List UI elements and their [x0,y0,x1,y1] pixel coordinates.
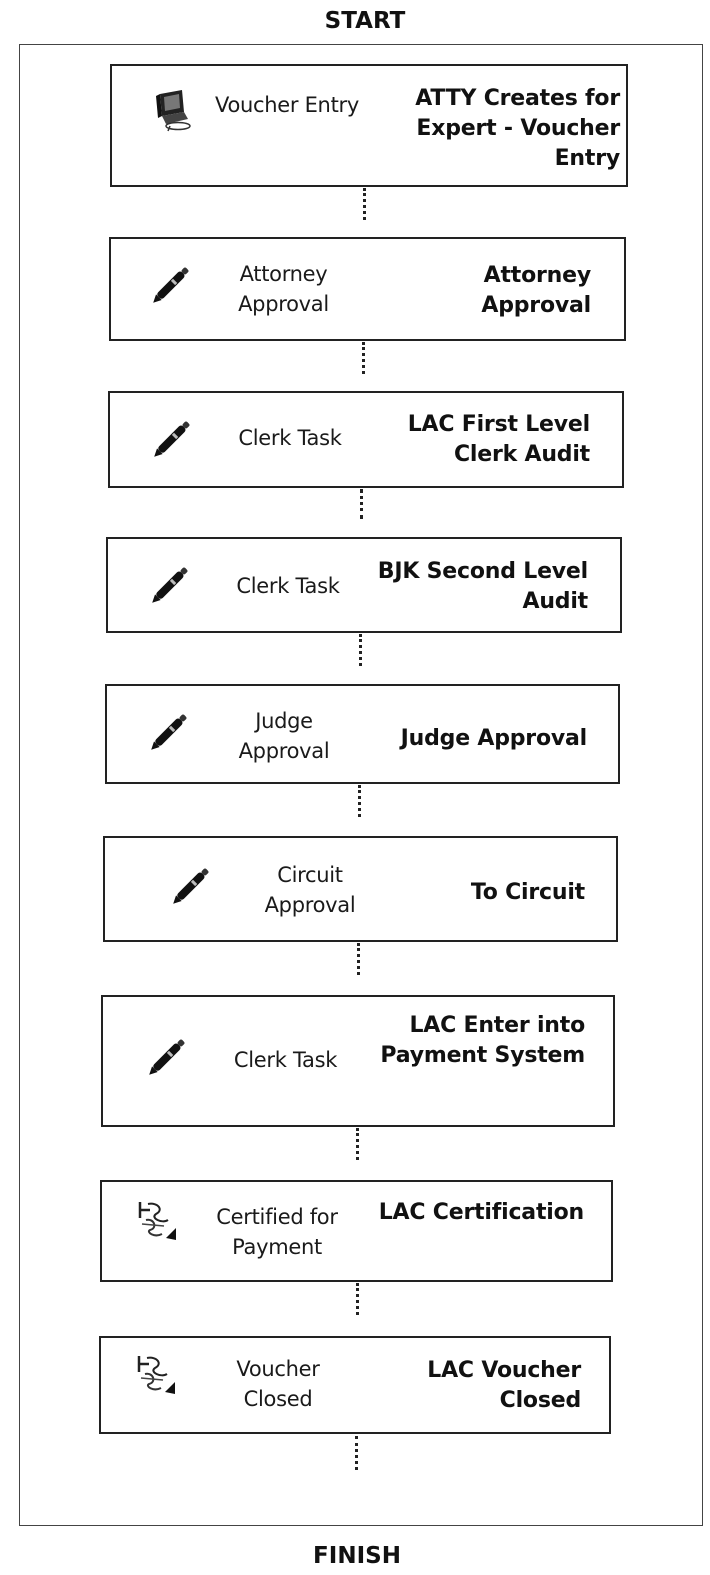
connector-dots [357,943,360,975]
connector-dots [356,1128,359,1160]
step-title: Attorney Approval [481,263,591,318]
step-lac-voucher-closed: Voucher Closed LAC Voucher Closed [99,1336,611,1434]
step-voucher-entry: Voucher Entry ATTY Creates for Expert - … [110,64,628,187]
step-title: LAC Voucher Closed [427,1358,581,1413]
pen-icon [169,860,217,913]
step-task: Clerk Task [236,574,340,598]
connector-dots [359,634,362,666]
pen-icon [145,1031,193,1084]
step-task: Attorney Approval [238,262,329,316]
step-attorney-approval: Attorney Approval Attorney Approval [109,237,626,341]
step-to-circuit: Circuit Approval To Circuit [103,836,618,942]
process-frame [19,44,703,1526]
certificate-icon [136,1198,182,1249]
step-lac-first-level: Clerk Task LAC First Level Clerk Audit [108,391,624,488]
pen-icon [147,706,195,759]
step-title: LAC Certification [378,1200,584,1225]
connector-dots [355,1436,358,1470]
step-task: Certified for Payment [216,1205,338,1259]
step-bjk-second-level: Clerk Task BJK Second Level Audit [106,537,622,633]
step-task: Judge Approval [238,709,330,763]
connector-dots [358,785,361,817]
step-title: LAC First Level Clerk Audit [407,412,590,467]
connector-dots [356,1283,359,1315]
step-task: Voucher Entry [215,93,359,117]
start-label: START [324,8,406,34]
step-title: Judge Approval [400,726,588,751]
step-lac-certification: Certified for Payment LAC Certification [100,1180,613,1282]
step-task: Clerk Task [238,426,342,450]
step-title: ATTY Creates for Expert - Voucher Entry [415,86,620,171]
computer-icon [152,86,194,137]
step-task: Clerk Task [233,1048,338,1072]
pen-icon [150,413,198,466]
step-judge-approval: Judge Approval Judge Approval [105,684,620,784]
step-title: To Circuit [470,880,585,905]
connector-dots [362,342,365,374]
step-task: Circuit Approval [264,863,356,917]
finish-label: FINISH [313,1543,401,1569]
step-title: BJK Second Level Audit [377,559,588,614]
pen-icon [149,259,197,312]
pen-icon [148,559,196,612]
step-title: LAC Enter into Payment System [380,1013,585,1068]
certificate-icon [135,1352,181,1403]
step-lac-enter-payment: Clerk Task LAC Enter into Payment System [101,995,615,1127]
connector-dots [363,188,366,220]
step-task: Voucher Closed [236,1357,320,1411]
connector-dots [360,489,363,519]
